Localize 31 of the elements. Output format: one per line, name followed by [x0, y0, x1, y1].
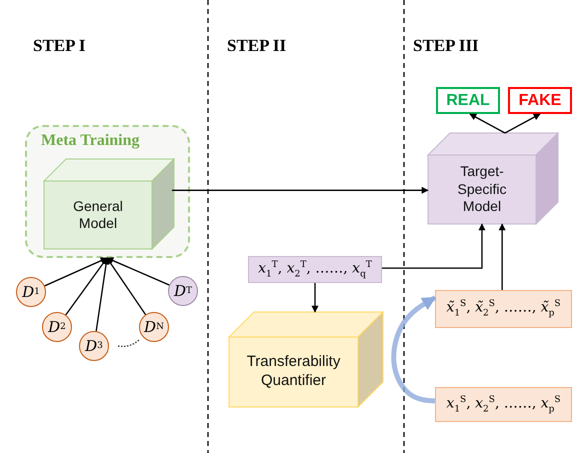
- node-label: Transferability Quantifier: [247, 352, 340, 391]
- node-label: General Model: [72, 196, 124, 233]
- arrow: [106, 257, 146, 315]
- step-heading: STEP I: [33, 36, 86, 56]
- label-tag: [508, 87, 572, 114]
- arrow: [44, 257, 108, 286]
- dataset-circle: [16, 277, 46, 307]
- dataset-circle: [79, 331, 109, 361]
- group-title: Meta Training: [41, 132, 140, 150]
- sample-set-box: [435, 387, 572, 422]
- arrow: [498, 223, 506, 290]
- arrow: [382, 223, 486, 269]
- label-tag: [436, 87, 500, 114]
- node-label: Target-Specific Model: [456, 162, 508, 216]
- arrow: [469, 113, 506, 134]
- arrow: [504, 113, 541, 134]
- arrow: [391, 295, 436, 404]
- sample-set-box: [435, 290, 572, 328]
- sample-set-box: [248, 256, 382, 283]
- step-heading: STEP III: [413, 36, 479, 56]
- dataset-circle: [139, 312, 169, 342]
- output-label: FAKE: [518, 90, 562, 110]
- dashed-group-panel: [25, 125, 190, 258]
- arrow: [172, 186, 429, 194]
- arrow: [312, 283, 318, 313]
- arrow: [96, 257, 110, 332]
- dataset-circle: [42, 312, 72, 342]
- dataset-circle: [168, 276, 198, 306]
- step-heading: STEP II: [227, 36, 286, 56]
- arrow: [106, 257, 170, 286]
- output-label: REAL: [445, 90, 491, 110]
